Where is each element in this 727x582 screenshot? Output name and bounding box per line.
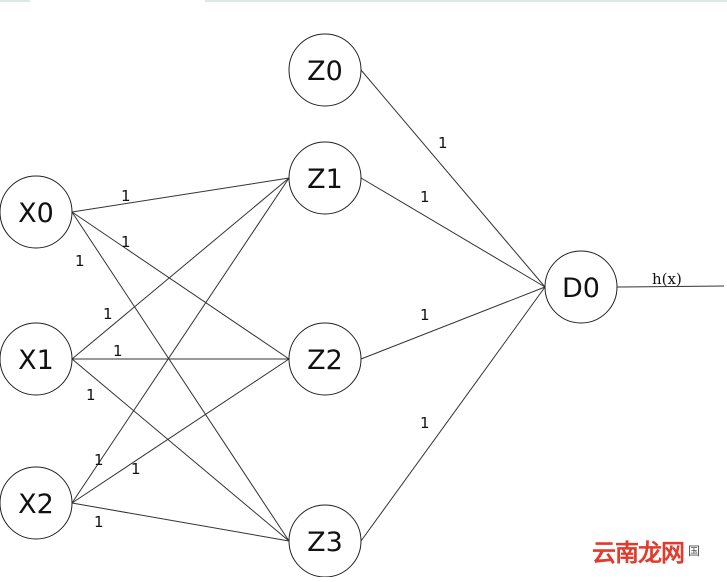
edge-d0-output — [616, 285, 725, 288]
node-z1: Z1 — [288, 141, 362, 215]
watermark-logo: 云南龙网 国 — [592, 535, 700, 567]
edge-z2-d0 — [360, 286, 546, 360]
node-x1-label: X1 — [18, 345, 54, 376]
edges-input-hidden — [71, 177, 290, 542]
node-d0: D0 — [544, 250, 618, 324]
node-z0-label: Z0 — [307, 56, 343, 87]
weight-z3-d0: 1 — [420, 414, 430, 432]
node-d0-label: D0 — [562, 273, 600, 304]
watermark-icon: 国 — [688, 543, 700, 558]
node-z2: Z2 — [288, 322, 362, 396]
weight-x0-z3: 1 — [75, 252, 85, 270]
edge-z3-d0 — [360, 286, 546, 542]
node-z3-label: Z3 — [307, 527, 343, 558]
node-x0: X0 — [0, 175, 73, 249]
edge-x0-z2 — [71, 211, 290, 360]
weight-x0-z2: 1 — [121, 233, 131, 251]
edge-x2-z2 — [71, 358, 290, 504]
edge-x0-z3 — [71, 211, 290, 542]
node-x2-label: X2 — [18, 489, 54, 520]
output-layer: D0 — [544, 250, 618, 324]
edge-z1-d0 — [360, 177, 546, 288]
weight-x2-z3: 1 — [94, 513, 104, 531]
weight-x1-z2: 1 — [113, 342, 123, 360]
top-border-right — [205, 0, 727, 2]
node-x2: X2 — [0, 466, 73, 540]
weight-x1-z3: 1 — [86, 386, 96, 404]
edge-x1-z3 — [71, 358, 290, 542]
weight-x1-z1: 1 — [103, 305, 113, 323]
top-border-left — [0, 0, 30, 2]
edge-z0-d0 — [360, 69, 546, 288]
node-z1-label: Z1 — [307, 164, 343, 195]
edge-x2-z1 — [71, 177, 290, 504]
weight-z0-d0: 1 — [438, 134, 448, 152]
watermark-text: 云南龙网 — [592, 538, 685, 567]
weight-x2-z2: 1 — [131, 460, 141, 478]
weight-z2-d0: 1 — [420, 306, 430, 324]
edges-hidden-output — [360, 69, 725, 542]
edge-x1-z1 — [71, 177, 290, 360]
input-layer: X0 X1 X2 — [0, 175, 73, 540]
node-z3: Z3 — [288, 504, 362, 578]
edge-x2-z3 — [71, 502, 290, 542]
weight-x2-z1: 1 — [94, 451, 104, 469]
weight-labels: 1 1 1 1 1 1 1 1 1 1 1 1 1 — [75, 134, 448, 531]
hidden-layer: Z0 Z1 Z2 Z3 — [288, 33, 362, 578]
output-label: h(x) — [652, 270, 682, 288]
node-x0-label: X0 — [18, 198, 54, 229]
edge-x0-z1 — [71, 177, 290, 213]
node-z2-label: Z2 — [307, 345, 343, 376]
weight-z1-d0: 1 — [420, 188, 430, 206]
node-x1: X1 — [0, 322, 73, 396]
node-z0: Z0 — [288, 33, 362, 107]
weight-x0-z1: 1 — [121, 187, 131, 205]
